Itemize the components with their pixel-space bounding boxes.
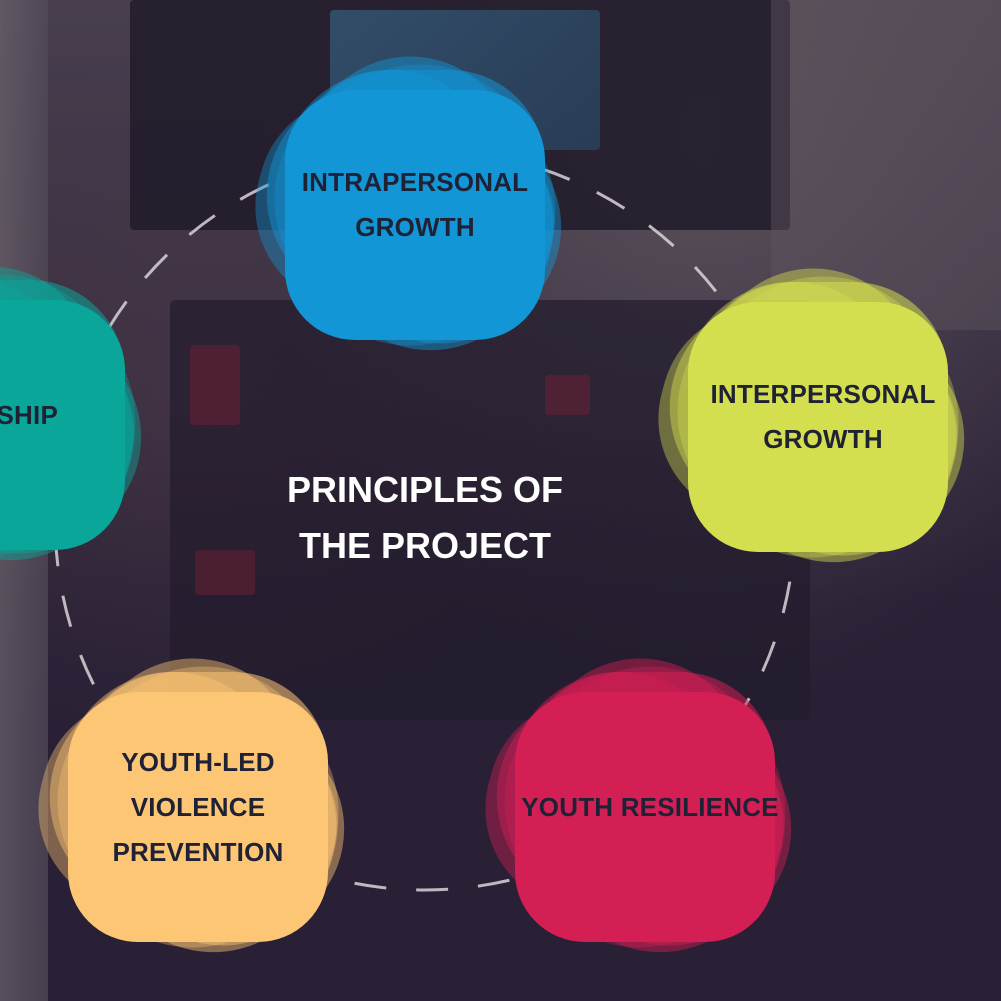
node-leadership[interactable]: ERSHIP: [0, 220, 190, 610]
node-label: INTERPERSONAL GROWTH: [683, 372, 963, 462]
blob-shape: [38, 658, 345, 953]
blob-shape: [485, 658, 792, 953]
blob-core: [0, 300, 125, 550]
blob-core: [515, 692, 775, 942]
node-label-line: ERSHIP: [0, 399, 59, 430]
blob-shape: [658, 268, 965, 563]
blob-core: [285, 90, 545, 340]
node-label-line: YOUTH RESILIENCE: [521, 791, 779, 822]
node-label-line: VIOLENCE: [130, 791, 266, 822]
blob-shape: [255, 56, 562, 351]
node-label-line: GROWTH: [763, 424, 883, 454]
node-label: INTRAPERSONAL GROWTH: [280, 160, 550, 250]
blob-core: [688, 302, 948, 552]
node-youth-led-violence-prevention[interactable]: YOUTH-LED VIOLENCE PREVENTION: [8, 612, 388, 1001]
node-label-line: PREVENTION: [112, 836, 284, 867]
node-interpersonal-growth[interactable]: INTERPERSONAL GROWTH: [628, 222, 1001, 612]
node-label-line: YOUTH-LED: [121, 746, 275, 777]
title-line: THE PROJECT: [298, 525, 552, 566]
title-line: PRINCIPLES OF: [286, 469, 564, 510]
node-label: YOUTH RESILIENCE: [510, 762, 790, 852]
node-label-line: INTRAPERSONAL: [301, 167, 529, 197]
diagram-title: PRINCIPLES OF THE PROJECT: [250, 462, 600, 574]
blob-core: [68, 692, 328, 942]
node-youth-resilience[interactable]: YOUTH RESILIENCE: [455, 612, 835, 1001]
node-label: YOUTH-LED VIOLENCE PREVENTION: [63, 739, 333, 875]
node-intrapersonal-growth[interactable]: INTRAPERSONAL GROWTH: [225, 10, 605, 400]
node-label-line: INTERPERSONAL: [710, 379, 936, 409]
node-label-line: GROWTH: [355, 212, 475, 242]
blob-shape: [0, 266, 142, 561]
node-label: ERSHIP: [0, 370, 110, 460]
